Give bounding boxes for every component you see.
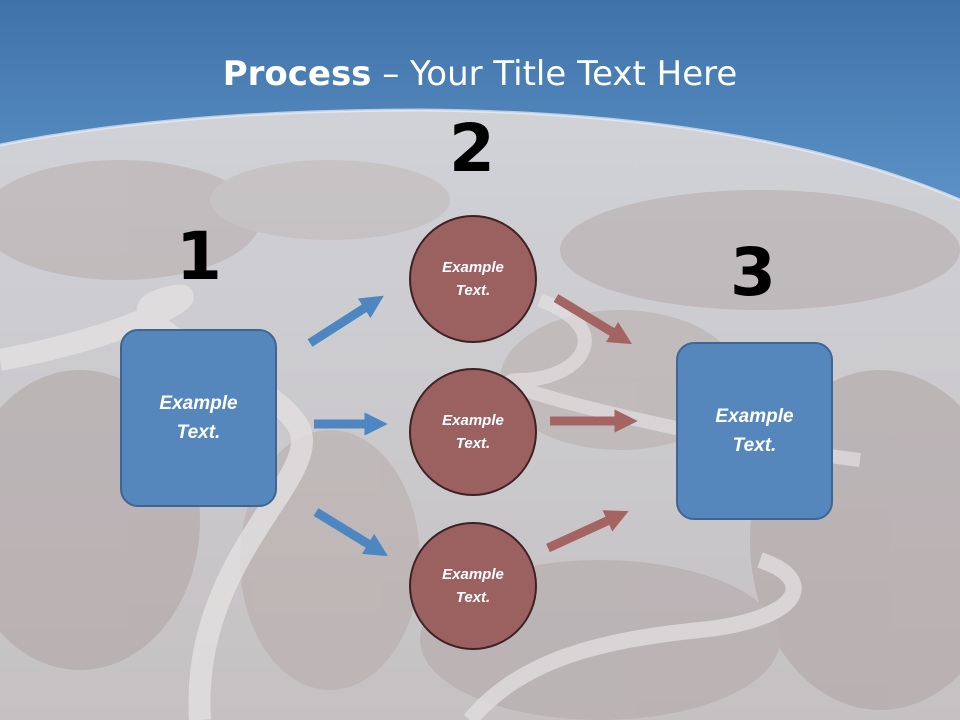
step-number-1: 1 xyxy=(176,218,222,295)
circle-top: Example Text. xyxy=(409,215,537,343)
circle-top-text: Example Text. xyxy=(442,259,504,299)
arrow-blue-down xyxy=(313,508,388,557)
arrow-blue-up xyxy=(307,295,384,347)
right-box: Example Text. xyxy=(676,342,833,520)
step-number-2: 2 xyxy=(449,110,495,187)
left-box-text: Example Text. xyxy=(159,393,238,443)
slide-title: Process – Your Title Text Here xyxy=(0,52,960,96)
arrow-red-up xyxy=(546,510,629,553)
left-box: Example Text. xyxy=(120,329,277,507)
step-number-3: 3 xyxy=(730,234,776,311)
title-rest: – Your Title Text Here xyxy=(371,54,738,94)
circle-middle-text: Example Text. xyxy=(442,412,504,452)
circle-bottom: Example Text. xyxy=(409,522,537,650)
title-bold: Process xyxy=(222,54,372,94)
circle-middle: Example Text. xyxy=(409,368,537,496)
arrow-red-down xyxy=(553,294,633,345)
right-box-text: Example Text. xyxy=(715,406,794,456)
circle-bottom-text: Example Text. xyxy=(442,566,504,606)
